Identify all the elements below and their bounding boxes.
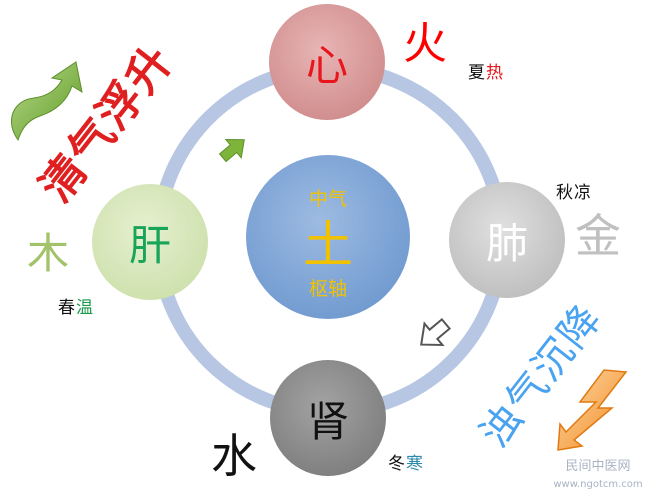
center-bottom-label: 枢轴 xyxy=(309,278,347,300)
green-curved-arrow-icon xyxy=(10,61,83,142)
liver-circle xyxy=(92,184,208,300)
lung-char: 肺 xyxy=(486,219,528,268)
heart-circle xyxy=(269,4,385,120)
center-circle xyxy=(246,155,410,319)
orange-zigzag-arrow-icon xyxy=(557,369,628,451)
summer-label: 夏 xyxy=(468,63,485,83)
liver-char: 肝 xyxy=(129,221,171,270)
cold-label: 寒 xyxy=(406,454,423,474)
kidney-circle xyxy=(270,360,386,476)
center-top-label: 中气 xyxy=(309,188,347,210)
cool-label: 凉 xyxy=(574,183,591,203)
spring-label: 春 xyxy=(58,298,75,318)
warm-label: 温 xyxy=(76,298,93,318)
water-element: 水 xyxy=(211,429,257,483)
winter-label: 冬 xyxy=(388,454,405,474)
center-main-char: 土 xyxy=(303,216,353,274)
heart-char: 心 xyxy=(306,41,348,90)
watermark-url: www.ngotcm.com xyxy=(553,479,642,490)
lung-circle xyxy=(449,182,565,298)
fire-element: 火 xyxy=(403,18,447,69)
green-up-arrow-icon xyxy=(218,139,245,163)
gray-down-arrow-icon xyxy=(420,317,451,347)
wood-element: 木 xyxy=(27,229,69,278)
kidney-char: 肾 xyxy=(307,397,349,446)
descending-flow-text: 浊气沉降 xyxy=(472,295,612,456)
heat-label: 热 xyxy=(486,63,503,83)
metal-element: 金 xyxy=(575,209,621,263)
autumn-label: 秋 xyxy=(556,183,573,203)
watermark-site: 民间中医网 xyxy=(565,459,630,474)
